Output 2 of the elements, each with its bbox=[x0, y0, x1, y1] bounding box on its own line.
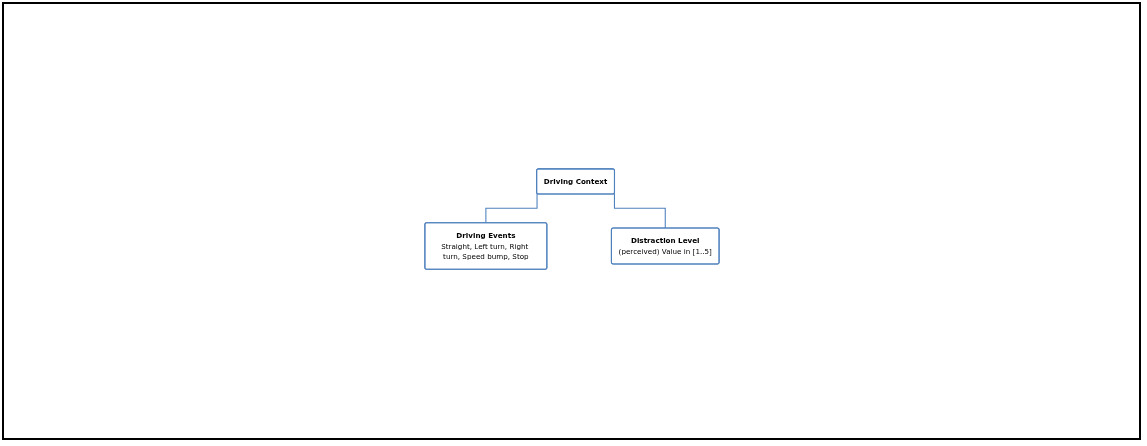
connector bbox=[484, 192, 538, 224]
connector bbox=[613, 192, 666, 229]
